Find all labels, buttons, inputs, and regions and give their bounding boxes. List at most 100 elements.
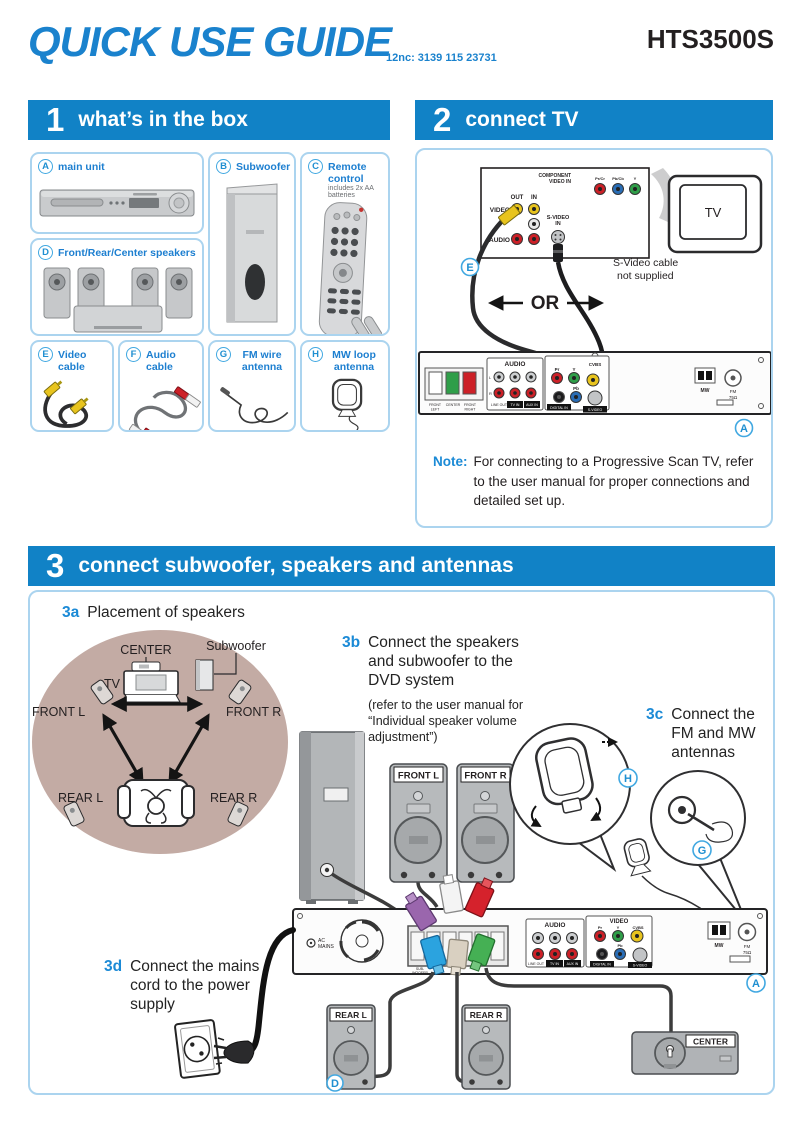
placement-front-r-label: FRONT R bbox=[226, 705, 281, 719]
step-3c: 3c Connect the FM and MW antennas bbox=[646, 706, 768, 763]
box-item-video-cable: E Video cable bbox=[30, 340, 114, 432]
svg-text:Pb: Pb bbox=[573, 386, 579, 391]
svg-text:IN: IN bbox=[531, 195, 537, 201]
step-3d-text: Connect the mains cord to the power supp… bbox=[130, 958, 260, 1013]
page-title: QUICK USE GUIDE bbox=[28, 18, 392, 65]
item-label-mw-antenna: MW loop antenna bbox=[332, 349, 376, 374]
svg-text:VIDEO IN: VIDEO IN bbox=[549, 179, 571, 185]
svg-text:REAR L: REAR L bbox=[335, 1010, 367, 1020]
svg-text:G: G bbox=[698, 845, 707, 857]
svg-text:OR: OR bbox=[531, 293, 560, 314]
step-3b: 3b Connect the speakers and subwoofer to… bbox=[342, 634, 534, 745]
model-number: HTS3500S bbox=[646, 24, 774, 54]
item-letter-h: H bbox=[308, 347, 323, 362]
svg-text:DIGITAL IN: DIGITAL IN bbox=[593, 963, 611, 967]
remote-batteries-note: includes 2x AA batteries bbox=[328, 185, 374, 200]
step-3d: 3d Connect the mains cord to the power s… bbox=[104, 958, 284, 1015]
box-item-main-unit: A main unit bbox=[30, 152, 204, 234]
step-3a-text: Placement of speakers bbox=[87, 604, 245, 621]
video-cable-image bbox=[43, 380, 89, 428]
rear-right-speaker: REAR R bbox=[461, 1004, 511, 1090]
svg-text:Pb: Pb bbox=[617, 943, 623, 948]
svg-text:VIDEO: VIDEO bbox=[610, 919, 629, 925]
step-3b-text: Connect the speakers and subwoofer to th… bbox=[368, 634, 519, 689]
section2-number: 2 bbox=[433, 100, 452, 138]
main-unit-image bbox=[39, 189, 195, 217]
section2-header: 2 connect TV bbox=[415, 100, 773, 140]
svideo-note-line2: not supplied bbox=[617, 270, 674, 282]
step-3a: 3a Placement of speakers bbox=[62, 604, 245, 623]
svg-text:WOOFER: WOOFER bbox=[412, 971, 428, 975]
section3-number: 3 bbox=[46, 546, 65, 584]
step-3b-note: (refer to the user manual for “Individua… bbox=[368, 697, 524, 745]
placement-rear-r-label: REAR R bbox=[210, 791, 257, 805]
box-item-remote: C Remote control includes 2x AA batterie… bbox=[300, 152, 390, 336]
svg-text:CENTER: CENTER bbox=[693, 1037, 728, 1047]
svg-text:COMPONENT: COMPONENT bbox=[539, 173, 572, 179]
svg-text:Y: Y bbox=[617, 925, 620, 930]
svg-text:LINE OUT: LINE OUT bbox=[491, 403, 508, 407]
rear-left-speaker: REAR L bbox=[326, 1004, 376, 1090]
svg-text:OUT: OUT bbox=[511, 195, 524, 201]
svg-text:CENTER: CENTER bbox=[446, 403, 461, 407]
item-letter-g: G bbox=[216, 347, 231, 362]
svg-text:Pb/Cb: Pb/Cb bbox=[612, 176, 624, 181]
svg-text:RIGHT: RIGHT bbox=[465, 408, 477, 412]
svg-text:MAINS: MAINS bbox=[318, 944, 335, 950]
svg-text:75Ω: 75Ω bbox=[729, 395, 738, 400]
progressive-scan-note: Note: For connecting to a Progressive Sc… bbox=[433, 452, 763, 511]
svg-text:TV IN: TV IN bbox=[550, 962, 559, 966]
placement-rear-l-label: REAR L bbox=[58, 791, 103, 805]
remote-control-image bbox=[318, 202, 382, 334]
svideo-note-line1: S-Video cable bbox=[613, 257, 678, 269]
svg-text:LINE OUT: LINE OUT bbox=[528, 962, 545, 966]
item-label-speakers: Front/Rear/Center speakers bbox=[58, 247, 196, 259]
item-letter-f: F bbox=[126, 347, 141, 362]
box-item-subwoofer: B Subwoofer bbox=[208, 152, 296, 336]
item-label-audio-cable: Audio cable bbox=[146, 349, 176, 374]
dvd-rear-panel-3: AC MAINS SUB- WOOFER AUDIO LINE OUT TV I bbox=[292, 905, 768, 975]
svg-text:Pr: Pr bbox=[598, 925, 603, 930]
svg-text:LEFT: LEFT bbox=[431, 408, 440, 412]
svg-text:AUDIO: AUDIO bbox=[545, 922, 566, 929]
whats-in-the-box: A main unit D Front/Rear/Center speakers bbox=[28, 146, 390, 436]
speakers-image bbox=[43, 267, 193, 333]
svg-text:AUDIO: AUDIO bbox=[489, 237, 510, 244]
section1-title: what’s in the box bbox=[78, 108, 248, 131]
item-label-subwoofer: Subwoofer bbox=[236, 161, 291, 173]
note-text: For connecting to a Progressive Scan TV,… bbox=[473, 454, 754, 509]
svg-text:S-VIDEO: S-VIDEO bbox=[633, 964, 648, 968]
callout-a: A bbox=[734, 418, 754, 438]
svg-text:CVBS: CVBS bbox=[632, 925, 643, 930]
svg-text:TV IN: TV IN bbox=[511, 403, 520, 407]
callout-g: G bbox=[692, 840, 712, 860]
or-choice: OR bbox=[487, 293, 605, 314]
section3-header: 3 connect subwoofer, speakers and antenn… bbox=[28, 546, 775, 586]
box-item-mw-antenna: H MW loop antenna bbox=[300, 340, 390, 432]
svg-text:75Ω: 75Ω bbox=[743, 950, 752, 955]
audio-cable-image bbox=[128, 386, 201, 430]
placement-subwoofer-label: Subwoofer bbox=[206, 639, 266, 653]
note-label: Note: bbox=[433, 454, 468, 469]
svg-text:A: A bbox=[752, 978, 760, 990]
box-item-fm-antenna: G FM wire antenna bbox=[208, 340, 296, 432]
step-3c-number: 3c bbox=[646, 706, 664, 723]
section1-header: 1 what’s in the box bbox=[28, 100, 390, 140]
step-3a-number: 3a bbox=[62, 604, 80, 621]
svg-text:FRONT R: FRONT R bbox=[464, 771, 506, 782]
step-3c-text: Connect the FM and MW antennas bbox=[671, 706, 756, 761]
connect-speakers-box: CENTER Subwoofer TV FRONT L FRONT R bbox=[28, 590, 775, 1095]
callout-d-3: D bbox=[326, 1074, 344, 1092]
front-right-speaker: FRONT R bbox=[456, 763, 515, 883]
svg-text:FRONT: FRONT bbox=[429, 403, 442, 407]
subwoofer-illustration bbox=[299, 731, 365, 904]
svg-text:D: D bbox=[331, 1078, 339, 1090]
item-label-main-unit: main unit bbox=[58, 161, 105, 173]
box-item-speakers: D Front/Rear/Center speakers bbox=[30, 238, 204, 336]
center-wire bbox=[484, 967, 673, 1036]
section1-number: 1 bbox=[46, 100, 65, 138]
item-label-remote: Remote control bbox=[328, 161, 367, 186]
svg-text:L: L bbox=[489, 375, 492, 380]
fm-wire-antenna-image bbox=[220, 387, 289, 424]
